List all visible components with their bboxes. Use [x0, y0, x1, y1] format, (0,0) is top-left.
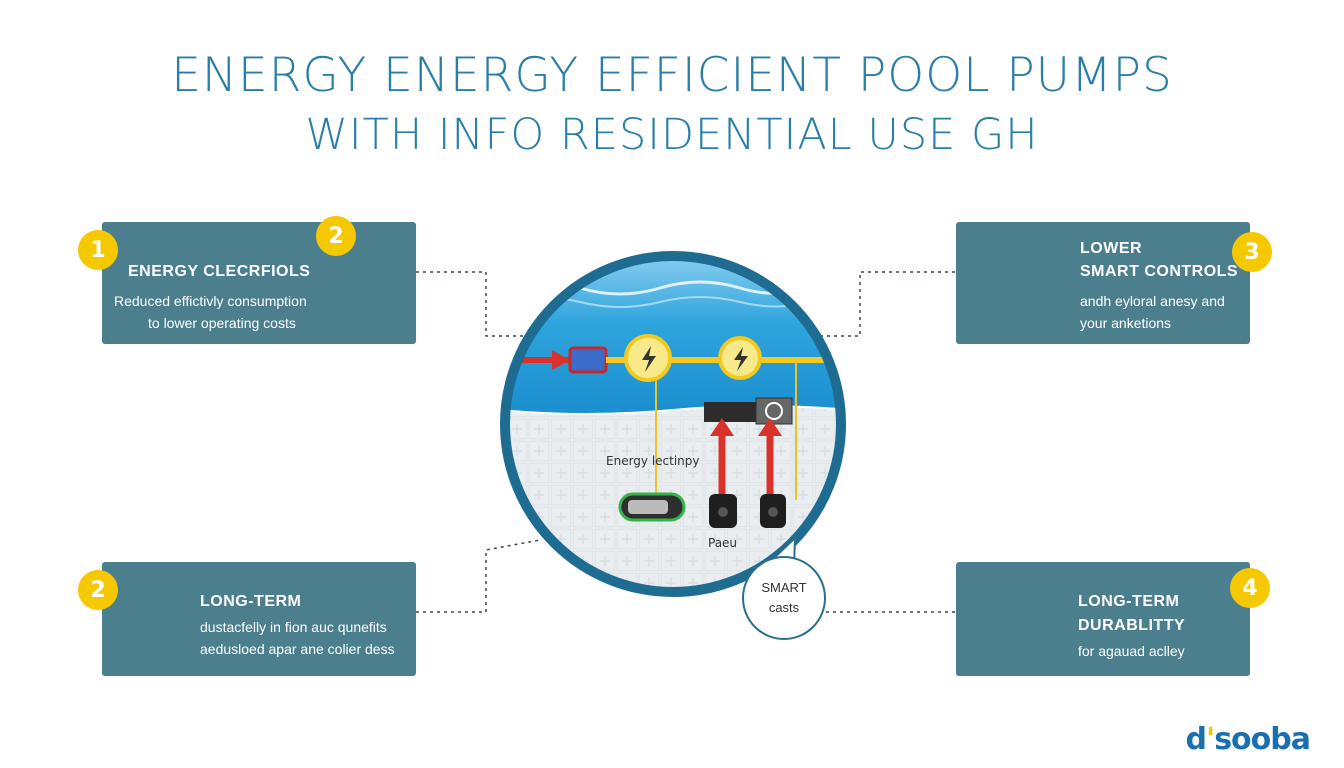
step-badge: 2: [78, 570, 118, 610]
bubble-line2: casts: [768, 600, 800, 615]
page-title-line1: ENERGY ENERGY EFFICIENT POOL PUMPS: [171, 48, 1173, 103]
pool-illustration: [505, 256, 841, 592]
card-heading-line2: SMART CONTROLS: [1080, 263, 1239, 280]
pump-label: Paeu: [708, 536, 738, 550]
step-badge: 3: [1232, 232, 1272, 272]
pump-icon: [709, 494, 737, 528]
card-durability: LONG-TERM DURABLITTY for agauad aclley: [956, 562, 1250, 676]
bubble-line1: SMART: [761, 580, 807, 595]
page-title-line2: WITH INFO RESIDENTIAL USE GH: [305, 110, 1039, 160]
lightning-icon: [718, 336, 762, 380]
card-body-line2: to lower operating costs: [148, 315, 296, 331]
card-body-line1: dustacfelly in fion auc qunefits: [200, 619, 387, 635]
pump-icon: [760, 494, 786, 528]
card-body-line2: your anketions: [1080, 315, 1172, 331]
step-badge: 1: [78, 230, 118, 270]
card-heading: ENERGY CLECRFIOLS: [128, 263, 311, 280]
smart-costs-bubble: SMART casts: [742, 556, 826, 640]
brand-logo: d'sooba: [1185, 722, 1311, 757]
card-heading-line1: LONG-TERM: [1078, 593, 1180, 610]
card-heading-line2: DURABLITTY: [1078, 617, 1186, 634]
lightning-icon: [624, 334, 672, 382]
card-body: for agauad aclley: [1078, 643, 1185, 659]
connector-lines: [416, 271, 955, 613]
energy-label: Energy lectinpy: [606, 454, 700, 468]
pool-ring: [500, 251, 846, 597]
card-heading-line1: LOWER: [1080, 240, 1143, 257]
card-body-line2: aedusloed apar ane colier dess: [200, 641, 395, 657]
card-energy: ENERGY CLECRFIOLS Reduced effictivly con…: [102, 222, 416, 344]
step-badge: 2: [316, 216, 356, 256]
step-badge: 4: [1230, 568, 1270, 608]
card-heading: LONG-TERM: [200, 593, 302, 610]
filter-icon: [618, 492, 686, 522]
card-long-term: LONG-TERM dustacfelly in fion auc qunefi…: [102, 562, 416, 676]
card-body-line1: Reduced effictivly consumption: [114, 293, 307, 309]
card-smart-controls: LOWER SMART CONTROLS andh eyloral anesy …: [956, 222, 1250, 344]
card-body-line1: andh eyloral anesy and: [1080, 293, 1225, 309]
